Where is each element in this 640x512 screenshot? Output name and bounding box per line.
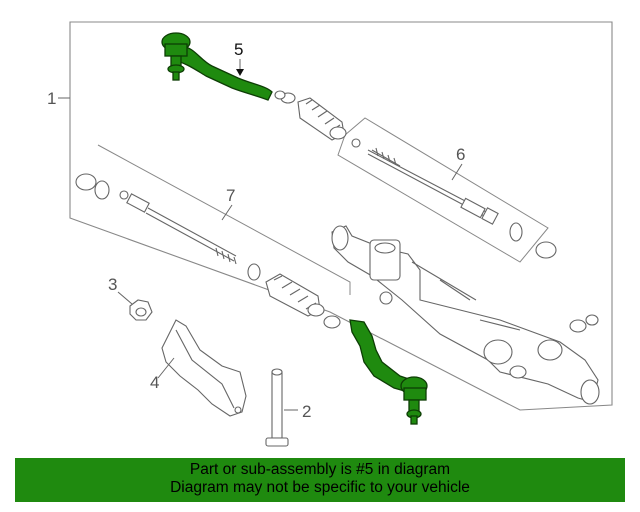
heat-shield-4 [161, 319, 247, 417]
bolt-2 [265, 368, 289, 447]
callout-6[interactable]: 6 [451, 145, 465, 181]
clamp-upper [274, 90, 296, 104]
callout-7[interactable]: 7 [221, 186, 235, 221]
info-banner: Part or sub-assembly is #5 in diagram Di… [15, 458, 625, 502]
callout-1[interactable]: 1 [47, 89, 70, 108]
callout-4[interactable]: 4 [150, 357, 175, 392]
svg-text:5: 5 [234, 40, 243, 59]
inner-tie-rod-6 [351, 138, 557, 259]
svg-text:2: 2 [302, 402, 311, 421]
boot-lower [265, 273, 325, 317]
tie-rod-end-lower[interactable] [349, 319, 428, 425]
callout-5[interactable]: 5 [234, 40, 244, 76]
tie-rod-end-upper[interactable] [161, 32, 273, 101]
assembly-frame [69, 21, 613, 411]
svg-text:1: 1 [47, 89, 56, 108]
callout-3[interactable]: 3 [108, 275, 133, 305]
callout-2[interactable]: 2 [284, 402, 311, 421]
subframe-6 [337, 117, 549, 263]
inner-tie-rod-7 [75, 173, 261, 281]
svg-text:6: 6 [456, 145, 465, 164]
boot-upper [297, 97, 347, 141]
subframe-7 [97, 144, 351, 295]
banner-line-2: Diagram may not be specific to your vehi… [170, 479, 470, 496]
svg-text:4: 4 [150, 373, 159, 392]
banner-line-1: Part or sub-assembly is #5 in diagram [189, 461, 451, 478]
svg-text:3: 3 [108, 275, 117, 294]
nut-3 [129, 299, 153, 321]
parts-diagram: 1 5 6 [47, 21, 613, 447]
clamp-lower [323, 315, 341, 329]
steering-rack-housing [331, 225, 600, 405]
svg-text:7: 7 [226, 186, 235, 205]
